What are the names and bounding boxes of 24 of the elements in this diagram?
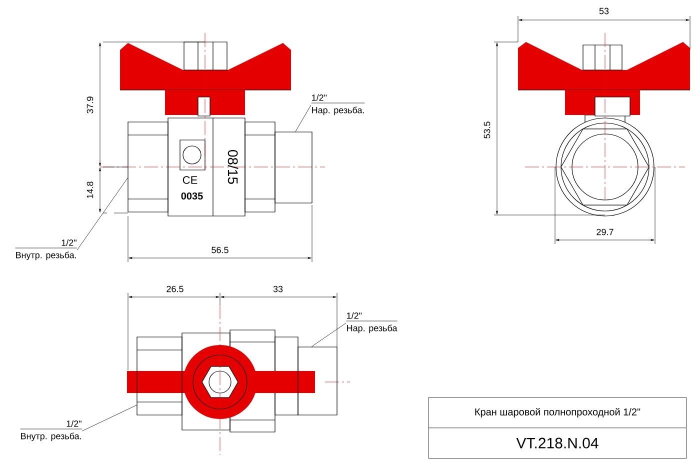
leader-line xyxy=(82,404,137,432)
dimension-label: 56.5 xyxy=(212,246,228,254)
marking-text: 08/15 xyxy=(228,150,238,184)
valve-end-part xyxy=(298,346,338,416)
marking-text: CE xyxy=(182,176,198,184)
valve-end-part xyxy=(136,336,182,416)
dimension-label: 37.9 xyxy=(86,96,94,114)
dimension-label: 33 xyxy=(273,286,283,292)
leader-line xyxy=(76,178,128,250)
marking-text: 0035 xyxy=(181,192,203,200)
leader-line xyxy=(295,104,312,132)
leader-text: 1/2" Нар. резьба xyxy=(346,312,398,334)
valve-end-part xyxy=(274,132,312,204)
leader-text: 1/2" Нар. резьба. xyxy=(311,94,365,116)
leader-text: 1/2" Внутр. резьба. xyxy=(20,420,82,442)
leader-text: 1/2" Внутр. резьба. xyxy=(15,239,78,260)
dimension-label: 53.5 xyxy=(484,122,490,138)
dimension-label: 14.8 xyxy=(86,182,94,198)
dimension-label: 26.5 xyxy=(166,286,184,292)
dimension-label: 53 xyxy=(599,8,609,14)
dimension-label: 29.7 xyxy=(596,228,614,236)
valve-end-part xyxy=(128,122,168,212)
title-block: Кран шаровой полнопроходной 1/2" VT.218.N.04 xyxy=(428,397,687,458)
leader-line xyxy=(311,322,346,347)
